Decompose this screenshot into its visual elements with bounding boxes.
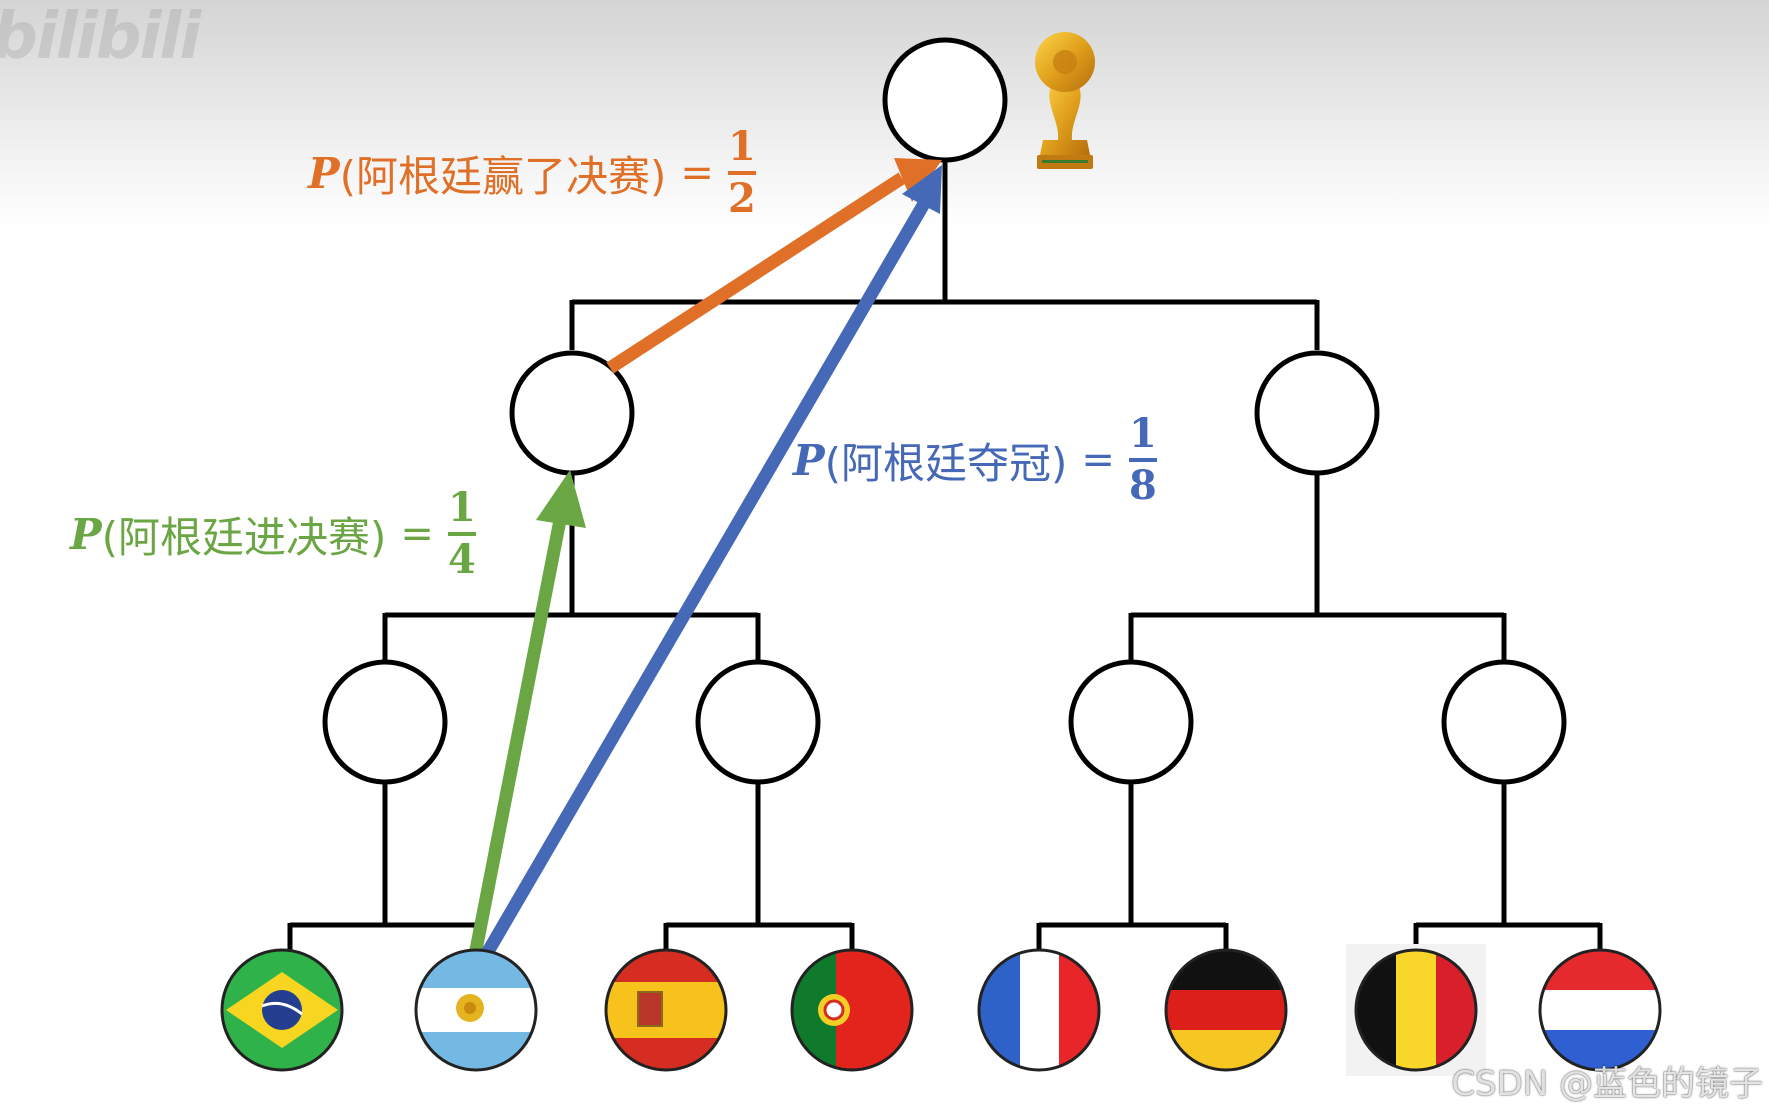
- fraction-bar: [727, 171, 756, 175]
- bracket-line-qf-4: [1413, 783, 1603, 955]
- arrow-semifinal: [469, 470, 586, 952]
- label-final-numerator: 1: [727, 123, 756, 170]
- bracket-lines: [287, 160, 1603, 955]
- label-semifinal-equals: =: [400, 511, 434, 557]
- final-node: [882, 37, 1008, 163]
- label-semifinal-denominator: 4: [447, 536, 476, 583]
- bracket-line-semi-left: [382, 474, 761, 660]
- germany-flag-icon: [1164, 948, 1288, 1072]
- label-semifinal-probability: P (阿根廷进决赛) = 1 4: [70, 487, 476, 581]
- spain-flag-icon: [604, 948, 728, 1072]
- bracket-line-final: [569, 160, 1320, 350]
- label-final-fraction: 1 2: [727, 123, 756, 222]
- quarterfinal-node-3: [1068, 659, 1194, 785]
- label-final-probability: P (阿根廷赢了决赛) = 1 2: [308, 126, 756, 220]
- bracket-line-qf-2: [663, 783, 855, 955]
- bracket-line-qf-3: [1036, 783, 1229, 955]
- quarterfinal-node-1: [322, 659, 448, 785]
- fraction-bar: [1128, 458, 1157, 462]
- portugal-flag-icon: [790, 948, 914, 1072]
- label-final-p: P: [308, 148, 340, 198]
- csdn-watermark: CSDN @蓝色的镜子: [1451, 1064, 1763, 1104]
- label-champion-p: P: [793, 435, 825, 485]
- label-final-equals: =: [680, 150, 714, 196]
- fraction-bar: [447, 532, 476, 536]
- brazil-flag-icon: [220, 948, 344, 1072]
- label-final-text: (阿根廷赢了决赛): [339, 151, 667, 201]
- france-flag-icon: [977, 948, 1101, 1072]
- label-semifinal-fraction: 1 4: [447, 484, 476, 583]
- arrow-final: [606, 158, 942, 374]
- quarterfinal-node-2: [695, 659, 821, 785]
- label-semifinal-numerator: 1: [447, 484, 476, 531]
- bilibili-watermark: bilibili: [0, 0, 201, 74]
- label-champion-denominator: 8: [1128, 462, 1157, 509]
- label-champion-text: (阿根廷夺冠): [824, 438, 1068, 488]
- semifinal-node-right: [1254, 350, 1380, 476]
- label-champion-numerator: 1: [1128, 410, 1157, 457]
- world-cup-trophy-icon: [1035, 32, 1095, 169]
- label-champion-fraction: 1 8: [1128, 410, 1157, 509]
- argentina-flag-icon: [414, 948, 538, 1072]
- label-champion-equals: =: [1081, 437, 1115, 483]
- label-semifinal-text: (阿根廷进决赛): [101, 512, 387, 562]
- netherlands-flag-icon: [1538, 948, 1662, 1072]
- belgium-flag-icon: [1346, 944, 1486, 1076]
- bracket-line-semi-right: [1128, 474, 1507, 660]
- label-champion-probability: P (阿根廷夺冠) = 1 8: [793, 413, 1157, 507]
- arrow-champion: [480, 165, 942, 959]
- quarterfinal-node-4: [1441, 659, 1567, 785]
- label-semifinal-p: P: [70, 509, 102, 559]
- label-final-denominator: 2: [727, 175, 756, 222]
- bracket-line-qf-1: [287, 783, 479, 955]
- semifinal-node-left: [509, 350, 635, 476]
